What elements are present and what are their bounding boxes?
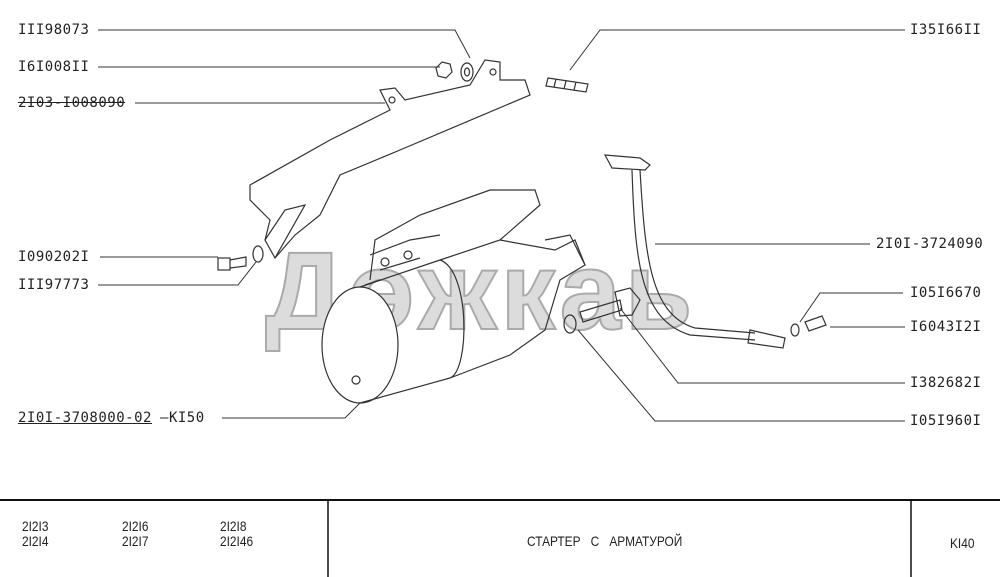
diagram-title: СТАРТЕР С АРМАТУРОЙ bbox=[527, 533, 683, 549]
stud-drawing bbox=[545, 77, 589, 93]
callout-bolt: I090202I bbox=[18, 249, 90, 265]
bracket-drawing bbox=[249, 59, 531, 260]
model-code: 2I2I46 bbox=[220, 533, 254, 549]
callout-cable: 2I0I-3724090 bbox=[876, 236, 984, 252]
model-code: 2I2I8 bbox=[220, 518, 247, 534]
cable-drawing bbox=[603, 154, 786, 349]
starter-drawing bbox=[321, 189, 586, 404]
leader-lines bbox=[98, 29, 905, 422]
bolt-drawing bbox=[217, 245, 264, 271]
callout-small-washer: I05I6670 bbox=[910, 285, 982, 301]
model-code: 2I2I4 bbox=[22, 533, 49, 549]
callout-small-bolt: I6043I2I bbox=[910, 319, 982, 335]
page-code: KI40 bbox=[950, 535, 975, 551]
model-code: 2I2I3 bbox=[22, 518, 49, 534]
callout-nut-washer: III98073 bbox=[18, 22, 90, 38]
callout-mount-bolt: I382682I bbox=[910, 375, 982, 391]
model-code: 2I2I6 bbox=[122, 518, 149, 534]
callout-starter-ref: —KI50 bbox=[160, 410, 205, 426]
footer-frame bbox=[0, 499, 1000, 577]
callout-mount-washer: I05I960I bbox=[910, 413, 982, 429]
callout-nut: I6I008II bbox=[18, 59, 90, 75]
model-code: 2I2I7 bbox=[122, 533, 149, 549]
callout-stud: I35I66II bbox=[910, 22, 982, 38]
callout-washer: III97773 bbox=[18, 277, 90, 293]
callout-starter: 2I0I-3708000-02 bbox=[18, 410, 152, 426]
starter-ref-code: KI50 bbox=[168, 410, 205, 426]
mount-bolt-drawing bbox=[563, 287, 641, 334]
small-bolt-drawing bbox=[790, 315, 827, 337]
callout-bracket: 2I03-I008090 bbox=[18, 95, 126, 111]
nut-washer-drawing bbox=[435, 61, 474, 82]
